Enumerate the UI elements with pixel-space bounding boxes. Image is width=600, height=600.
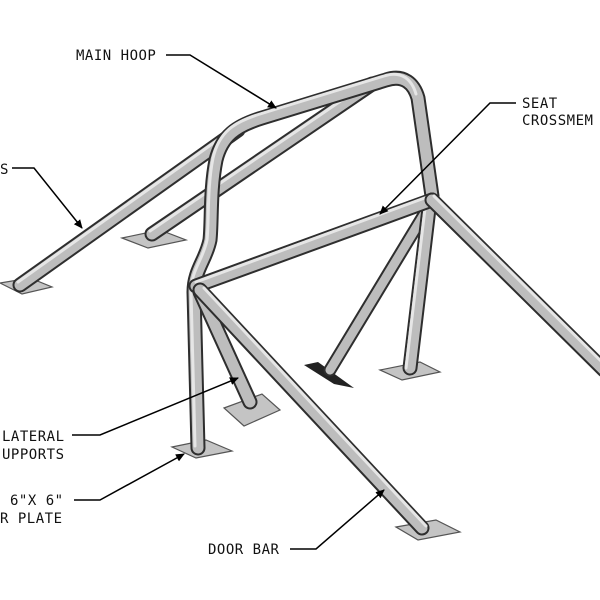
labels: MAIN HOOP S SEAT CROSSMEM LATERAL UPPORT… (0, 48, 593, 558)
label-plate-2: R PLATE (0, 511, 63, 527)
main-hoop (186, 70, 440, 456)
label-lateral-supports-2: UPPORTS (2, 447, 65, 463)
leader-main-hoop (166, 54, 277, 109)
seat-angled-brace (323, 201, 435, 377)
leader-door-bar (290, 489, 385, 550)
label-door-bar: DOOR BAR (208, 542, 280, 558)
label-rear-stays: S (0, 162, 9, 178)
lateral-support (192, 284, 258, 410)
door-bar (192, 282, 430, 536)
leader-lines (12, 54, 516, 550)
label-seat-crossmember-1: SEAT (522, 96, 558, 112)
rear-stay-right (144, 76, 380, 242)
label-seat-crossmember-2: CROSSMEM (522, 113, 593, 129)
leader-lateral-supports (72, 377, 239, 436)
leader-seat-crossmember (379, 102, 516, 215)
label-main-hoop: MAIN HOOP (76, 48, 156, 64)
seat-vertical-leg (402, 192, 438, 376)
seat-crossmember (188, 192, 440, 294)
leader-plate (74, 453, 185, 501)
label-plate-1: 6"X 6" (10, 493, 64, 509)
rear-diagonal-right (424, 192, 600, 377)
label-lateral-supports-1: LATERAL (2, 429, 65, 445)
tubes (12, 70, 600, 536)
rear-stay-left (12, 122, 246, 293)
leader-rear-stays (12, 167, 83, 229)
